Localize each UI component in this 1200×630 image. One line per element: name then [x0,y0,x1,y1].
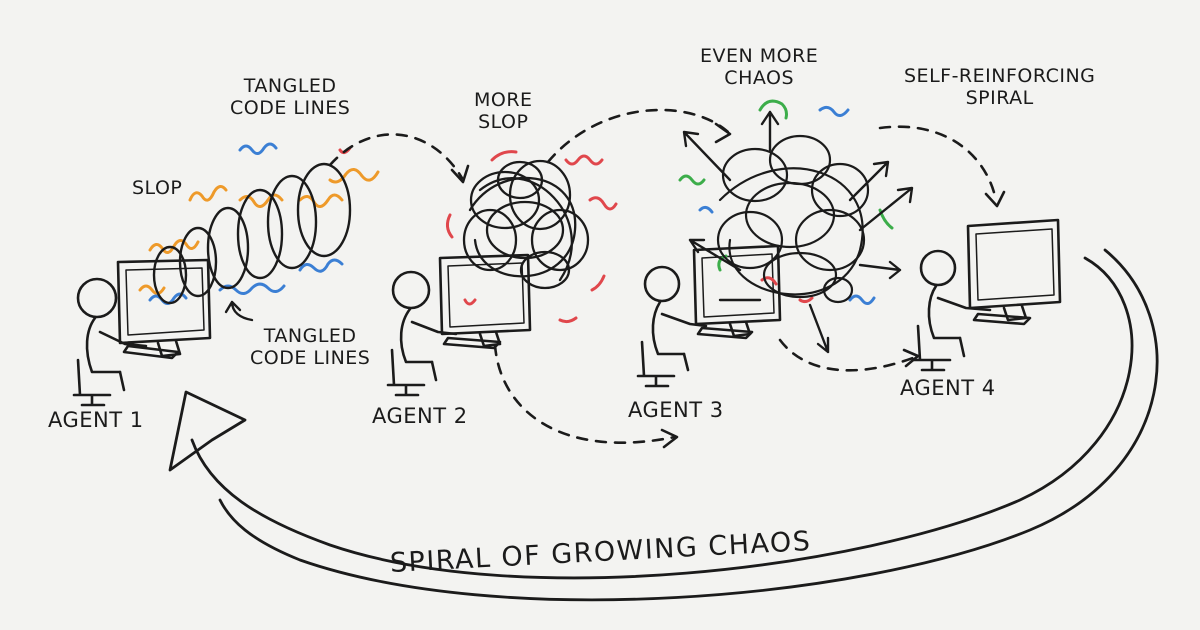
agent-4-figure [912,249,992,372]
slop-label: SLOP [132,177,183,199]
dashed-arrow-3-to-4-upper [878,125,998,202]
agent-2-figure [386,270,458,397]
agent-3-scatter-arrows [682,110,914,354]
agent-2-label: AGENT 2 [372,404,468,428]
agent-1-monitor [116,258,212,360]
arrow-head-2-to-3-upper [714,122,732,144]
dashed-arrow-2-to-3-upper [546,108,730,164]
agent-4-monitor [966,218,1062,326]
dashed-arrow-3-to-4-lower [778,338,920,372]
tangled-pointer-arrow [224,300,254,322]
agent-3-label: AGENT 3 [628,398,724,422]
agent-3-color-scribbles [678,99,894,305]
arrow-head-1-to-2 [450,164,470,184]
dashed-arrow-2-to-3-lower [493,343,677,444]
agent-1-coil [152,162,352,305]
arrow-head-3-to-4-lower [902,348,920,368]
agent-2-tangle [462,159,590,290]
agent-3-monitor [692,244,782,340]
agent-1-label: AGENT 1 [48,408,144,432]
agent-1-figure [72,277,148,407]
return-spiral-arrow [168,248,1159,602]
agent-2-slop-scribbles [445,150,618,324]
agent-3-figure [636,265,708,388]
dashed-arrow-1-to-2 [328,133,464,180]
even-more-chaos-label: EVEN MORE CHAOS [700,45,819,89]
tangled-code-lines-bottom-label: TANGLED CODE LINES [250,325,371,369]
more-slop-label: MORE SLOP [474,89,533,133]
agent-4-label: AGENT 4 [900,376,996,400]
tangled-code-lines-top-label: TANGLED CODE LINES [230,75,351,119]
self-reinforcing-spiral-label: SELF-REINFORCING SPIRAL [904,65,1096,109]
agent-3-chaos-tangle [716,134,870,304]
arrow-head-3-to-4-upper [984,190,1006,208]
arrow-head-2-to-3-lower [660,428,679,449]
agent-1-slop-scribbles [138,142,380,305]
agent-2-monitor [438,253,532,350]
